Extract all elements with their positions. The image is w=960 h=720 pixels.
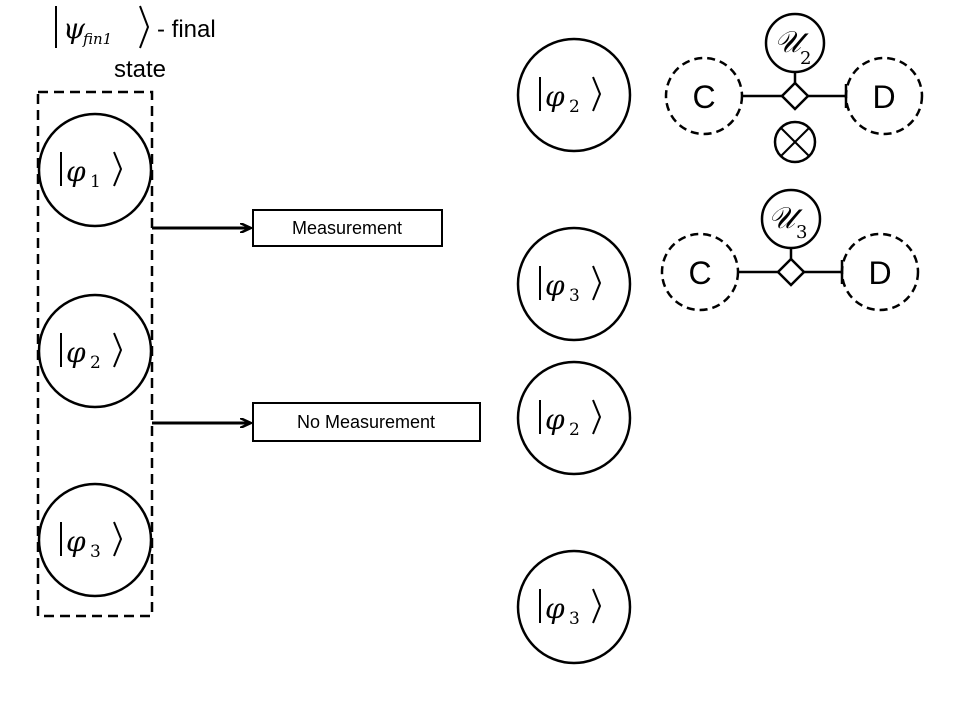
gate-u3: 𝒰 3 C D	[660, 188, 920, 312]
left-state-1-index: 1	[90, 172, 101, 192]
title-line2: state	[114, 56, 166, 83]
gate-u2: 𝒰 2 C D	[664, 12, 924, 164]
measurement-box: Measurement	[252, 209, 443, 247]
title-ket-subscript: fin1	[82, 30, 112, 48]
gate-u2-junction-diamond	[780, 81, 810, 111]
right-state-2: φ 3	[516, 226, 632, 342]
left-state-1-symbol: φ	[66, 155, 86, 188]
right-state-4-symbol: φ	[545, 592, 565, 625]
crossed-circle-icon	[773, 120, 817, 164]
gate-u3-junction-diamond	[776, 257, 806, 287]
gate-u3-right-label: D	[868, 255, 891, 291]
right-state-4-index: 3	[569, 609, 580, 629]
right-state-3-symbol: φ	[545, 403, 565, 436]
left-state-1: φ 1	[37, 112, 153, 228]
left-state-2-index: 2	[90, 353, 101, 373]
left-state-2-symbol: φ	[66, 336, 86, 369]
right-state-3-index: 2	[569, 420, 580, 440]
no-measurement-label: No Measurement	[297, 412, 435, 432]
right-state-1-index: 2	[569, 97, 580, 117]
gate-u3-unitary-node	[760, 188, 822, 250]
gate-u2-unitary-node	[764, 12, 826, 74]
title-suffix: - final	[157, 16, 216, 43]
no-measurement-box: No Measurement	[252, 402, 481, 442]
title-ket-symbol: ψ	[63, 12, 86, 45]
right-state-1: φ 2	[516, 37, 632, 153]
right-state-4: φ 3	[516, 549, 632, 665]
gate-u3-left-label: C	[688, 255, 711, 291]
measurement-label: Measurement	[292, 218, 402, 238]
right-state-2-symbol: φ	[545, 269, 565, 302]
gate-u3-unitary-index: 3	[796, 222, 807, 243]
gate-u2-left-label: C	[692, 79, 715, 115]
final-state-title: ψ fin1 - final state	[55, 5, 216, 83]
right-state-3: φ 2	[516, 360, 632, 476]
left-state-3-index: 3	[90, 542, 101, 562]
gate-u2-right-label: D	[872, 79, 895, 115]
left-state-2: φ 2	[37, 293, 153, 409]
gate-u2-unitary-index: 2	[800, 48, 811, 69]
right-state-1-symbol: φ	[545, 80, 565, 113]
right-state-2-index: 3	[569, 286, 580, 306]
left-state-3-symbol: φ	[66, 525, 86, 558]
left-state-3: φ 3	[37, 482, 153, 598]
